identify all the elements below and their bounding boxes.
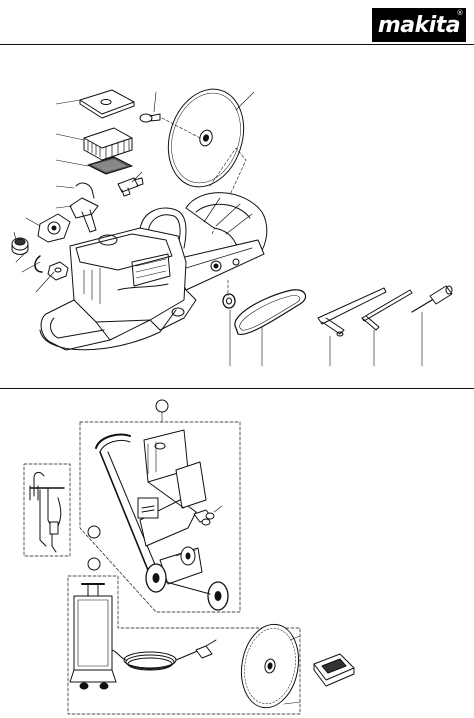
header-rule (0, 44, 474, 45)
air-filter-part (83, 127, 133, 161)
brand-logo-text: makita (377, 12, 461, 38)
upper-figure (11, 88, 453, 367)
callout-marker (87, 525, 101, 539)
snap-ring-part (34, 255, 43, 273)
callout-marker (155, 399, 169, 413)
registered-mark: ® (456, 9, 464, 17)
pre-filter-part (87, 156, 133, 175)
leader-lines (13, 91, 423, 367)
spark-plug-cap-part (69, 182, 99, 233)
hex-wrench-part (361, 289, 413, 331)
lower-figure (23, 399, 355, 715)
recoil-cover-part (37, 213, 71, 243)
box-wrench-part (317, 287, 387, 337)
bolt-part (139, 113, 161, 123)
makita-logo: makita ® (372, 8, 466, 42)
dressing-stone-part (313, 653, 355, 687)
cutting-disc-part (167, 88, 245, 188)
section-divider (0, 388, 474, 389)
filter-cover-part (79, 89, 135, 119)
cart-part (95, 429, 229, 611)
washer-part (222, 293, 236, 309)
diamond-wheel-part (240, 623, 301, 709)
water-kit-part (29, 471, 65, 553)
spark-plug-part (117, 177, 144, 197)
nut-part (47, 261, 69, 281)
dashed-frames (23, 421, 301, 715)
screwdriver-part (411, 285, 453, 313)
callout-marker (87, 557, 101, 571)
v-belt-part (234, 289, 307, 336)
power-cutter-machine (39, 192, 268, 351)
knob-part (11, 237, 29, 255)
water-tank-part (69, 583, 217, 690)
